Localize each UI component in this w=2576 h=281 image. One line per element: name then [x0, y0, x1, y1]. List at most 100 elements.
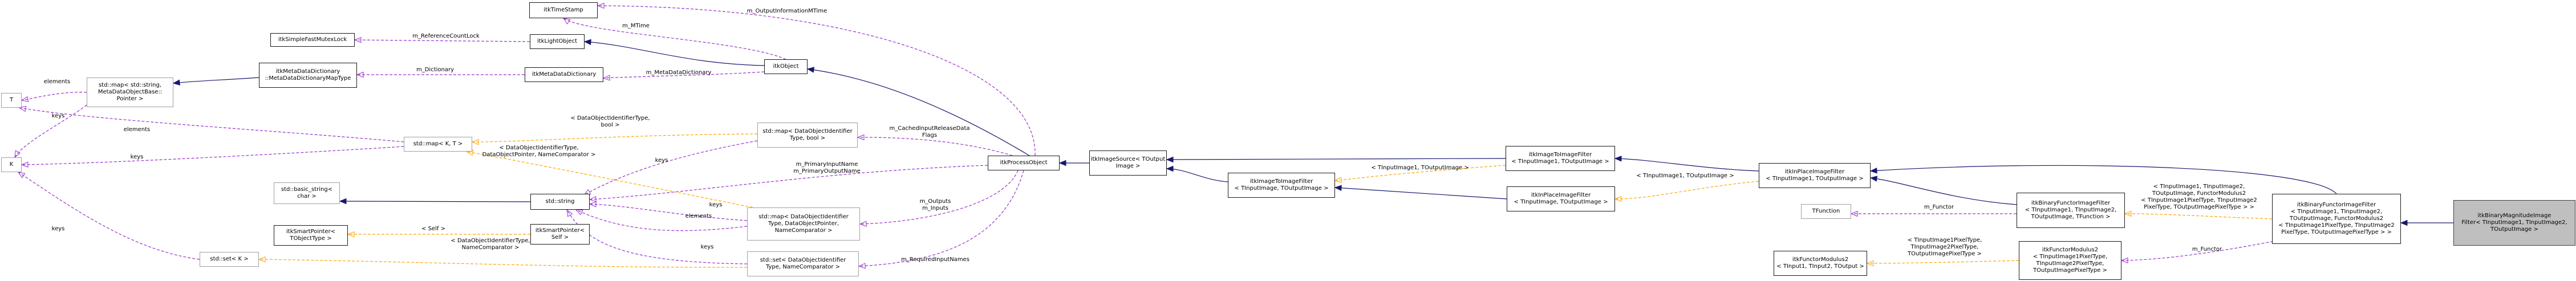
class-node-std-map-string[interactable]: std::map< std::string,MetaDataObjectBase… — [87, 78, 173, 107]
usage-arrowhead — [2120, 257, 2128, 264]
class-node-label-line: TOutputImage > — [2490, 226, 2538, 233]
class-node-functor-modulus2-pixel[interactable]: itkFunctorModulus2< TInputImage1PixelTyp… — [2019, 241, 2121, 280]
class-node-smart-pointer-objecttype[interactable]: itkSmartPointer<TObjectType > — [274, 225, 348, 246]
class-node-tfunction[interactable]: TFunction — [1801, 204, 1851, 219]
edge-label-line: m_OutputInformationMTime — [747, 8, 827, 14]
class-node-label-line: PixelType, TOutputImagePixelType > > — [2281, 229, 2392, 235]
inherit-object-processobject — [807, 68, 1030, 156]
class-node-image-to-image-filter-in[interactable]: itkImageToImageFilter< TInputImage1, TOu… — [1506, 146, 1615, 171]
class-node-label-line: itkImageToImageFilter — [1250, 178, 1313, 185]
edge-label-line: m_Inputs — [922, 205, 948, 211]
class-node-label-line: T — [9, 97, 14, 103]
class-node-object[interactable]: itkObject — [764, 59, 808, 74]
edge-label-m-functor-tfunction: m_Functor — [1924, 204, 1954, 210]
class-node-label-line: itkObject — [773, 63, 799, 70]
edges — [14, 2, 2453, 269]
edge-label-line: < TInputImage1PixelType, — [1908, 237, 1982, 243]
usage-arrowhead — [575, 209, 583, 215]
edge-label-m-reference-count-lock: m_ReferenceCountLock — [412, 33, 480, 39]
class-node-process-object[interactable]: itkProcessObject — [988, 156, 1060, 170]
class-node-inplace-image-filter-in[interactable]: itkInPlaceImageFilter< TInputImage1, TOu… — [1759, 163, 1871, 188]
edge-label-bind-modulus2: < TInputImage1PixelType,TInputImage2Pixe… — [1907, 237, 1982, 257]
class-node-inplace-image-filter-out[interactable]: itkInPlaceImageFilter< TInputImage, TOut… — [1507, 186, 1615, 211]
usage-modulus2pixel-binarymodulus — [2121, 240, 2278, 261]
edge-label-line: PixelType, TOutputImagePixelType > > — [2144, 204, 2254, 210]
class-node-label-line: std::set< DataObjectIdentifier — [760, 257, 846, 263]
class-node-label-line: std::basic_string< — [281, 186, 333, 193]
class-node-timestamp[interactable]: itkTimeStamp — [529, 2, 598, 18]
class-node-label-line: itkBinaryMagnitudeImage — [2477, 213, 2551, 219]
edge-label-bind-map-dataobject: < DataObjectIdentifierType,DataObjectPoi… — [482, 145, 596, 158]
inherit-lightobject-object — [584, 41, 765, 66]
class-node-light-object[interactable]: itkLightObject — [530, 34, 585, 49]
inherit-arrowhead — [583, 39, 591, 46]
edge-label-line: < DataObjectIdentifierType, — [451, 238, 530, 244]
usage-string-mapdataobject-keys — [575, 209, 748, 231]
class-node-std-string[interactable]: std::string — [530, 194, 590, 210]
class-node-label-line: std::string — [545, 198, 575, 205]
usage-arrowhead — [21, 96, 29, 103]
class-node-label-line: TInputImage2PixelType, — [2036, 260, 2104, 267]
usage-arrowhead — [18, 105, 27, 112]
template-arrowhead — [258, 256, 266, 263]
class-node-label-line: itkSimpleFastMutexLock — [278, 36, 347, 43]
class-node-label-line: itkTimeStamp — [543, 7, 583, 13]
class-node-label-line: itkFunctorModulus2 — [1792, 256, 1849, 263]
class-node-t[interactable]: T — [1, 93, 22, 108]
class-node-basic-string[interactable]: std::basic_string<char > — [274, 182, 340, 204]
class-node-functor-modulus2-tinput[interactable]: itkFunctorModulus2< TInput1, TInput2, TO… — [1774, 251, 1867, 276]
class-node-label-line: TFunction — [1812, 208, 1840, 214]
class-node-label-line: ::MetaDataDictionaryMapType — [265, 75, 351, 82]
usage-t-mapkt — [19, 107, 404, 142]
usage-arrowhead — [566, 209, 573, 217]
class-node-meta-data-dictionary-map[interactable]: itkMetaDataDictionary::MetaDataDictionar… — [259, 63, 357, 88]
edge-label-line: bool > — [601, 122, 620, 128]
edge-label-line: < Self > — [421, 226, 445, 232]
class-node-label-line: std::map< DataObjectIdentifier — [758, 214, 849, 220]
class-node-std-set-k[interactable]: std::set< K > — [200, 252, 259, 267]
inherit-arrowhead — [2400, 219, 2408, 226]
usage-setdoid-processobject — [858, 170, 1024, 267]
class-node-label-line: Type, bool > — [789, 135, 826, 141]
edge-label-line: m_PrimaryInputName — [796, 161, 858, 168]
class-node-label-line: < TInputImage1PixelType, TInputImage2 — [2278, 222, 2395, 229]
usage-dictionary-object — [603, 71, 765, 79]
edge-label-bind-filter-out: < TInputImage1, TOutputImage > — [1371, 165, 1468, 171]
edge-label-line: m_MTime — [622, 23, 650, 29]
usage-timestamp-processobject — [597, 5, 1036, 156]
usage-arrowhead — [354, 36, 362, 43]
class-node-simple-fast-mutex-lock[interactable]: itkSimpleFastMutexLock — [270, 33, 355, 47]
class-node-label-line: TObjectType > — [290, 235, 332, 242]
class-node-meta-data-dictionary[interactable]: itkMetaDataDictionary — [525, 67, 603, 82]
class-node-smart-pointer-self[interactable]: itkSmartPointer<Self > — [530, 224, 590, 245]
edge-label-line: TOutputImage, FunctorModulus2 — [2152, 190, 2246, 197]
edge-label-line: < TInputImage1, TOutputImage > — [1636, 173, 1734, 179]
edge-label-elements-t: elements — [44, 79, 70, 85]
edge-label-line: keys — [131, 154, 144, 160]
inherit-mapstring-dictmap — [173, 77, 259, 84]
inherit-arrowhead — [1166, 156, 1174, 163]
class-node-std-map-kt[interactable]: std::map< K, T > — [404, 137, 472, 152]
class-node-binary-functor-filter-tfunction[interactable]: itkBinaryFunctorImageFilter< TInputImage… — [2017, 193, 2125, 228]
edge-label-line: m_RequiredInputNames — [901, 256, 969, 263]
class-node-k[interactable]: K — [1, 157, 22, 172]
edge-label-bind-binary-functor: < TInputImage1, TInputImage2,TOutputImag… — [2141, 184, 2257, 210]
class-node-image-to-image-filter-out[interactable]: itkImageToImageFilter< TInputImage, TOut… — [1228, 173, 1335, 198]
inherit-inplacein-binarytfunction — [1870, 177, 2017, 205]
class-node-binary-functor-filter-modulus[interactable]: itkBinaryFunctorImageFilter< TInputImage… — [2272, 194, 2401, 244]
inherit-arrowhead — [1334, 185, 1342, 191]
usage-arrowhead — [356, 71, 364, 78]
class-node-label-line: itkBinaryFunctorImageFilter — [2031, 200, 2111, 206]
class-node-label-line: K — [9, 161, 14, 168]
usage-arrowhead — [589, 201, 597, 207]
template-setk-setdoid — [258, 259, 748, 268]
class-node-label-line: itkInPlaceImageFilter — [1531, 192, 1591, 198]
